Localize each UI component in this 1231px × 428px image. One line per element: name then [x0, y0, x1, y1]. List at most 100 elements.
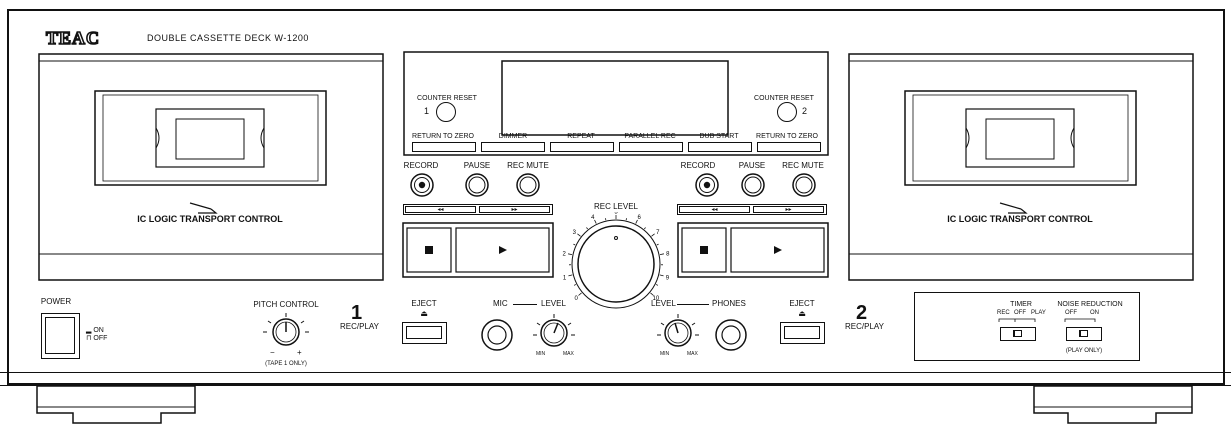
mic-jack[interactable] [480, 318, 514, 352]
deck1-fast-forward-button[interactable]: ▸▸ [479, 206, 550, 213]
rec-level-scale-label: 6 [638, 215, 642, 221]
rec-level-tick [578, 292, 582, 296]
rec-level-tick [594, 219, 597, 224]
rec-level-tick [573, 284, 577, 286]
deck1-cassette-door[interactable] [38, 53, 384, 281]
deck2-transport-label: IC LOGIC TRANSPORT CONTROL [947, 214, 1093, 224]
mic-min: MIN [536, 351, 546, 357]
model-name: DOUBLE CASSETTE DECK W-1200 [147, 33, 309, 43]
deck1-eject-button[interactable] [402, 322, 447, 344]
rec-level-tick [650, 292, 654, 296]
rec-level-scale-label: 10 [652, 296, 659, 302]
rec-level-tick [656, 243, 659, 246]
brand-logo: TEAC [45, 28, 101, 48]
deck1-pause-button[interactable] [465, 173, 489, 197]
timer-off: OFF [1014, 310, 1026, 316]
dub-start-button[interactable] [688, 142, 752, 152]
phones-jack[interactable] [714, 318, 748, 352]
deck2-pause-button[interactable] [741, 173, 765, 197]
repeat-button[interactable] [550, 142, 614, 152]
stop-icon [425, 246, 433, 254]
fn-label-repeat: REPEAT [567, 133, 595, 140]
bottom-trim [0, 372, 1231, 386]
pitch-note: (TAPE 1 ONLY) [265, 361, 307, 367]
mic-line [513, 304, 537, 305]
timer-nr-panel [914, 292, 1140, 361]
counter-reset-1-label: COUNTER RESET [417, 95, 477, 102]
deck1-rec-mute-button[interactable] [516, 173, 540, 197]
deck2-number: 2 [856, 302, 868, 324]
phones-level-knob[interactable] [655, 311, 701, 355]
fn-label-return-to-zero-2: RETURN TO ZERO [756, 133, 818, 140]
deck1-eject-label: EJECT [411, 299, 437, 308]
phones-level-label: LEVEL [651, 299, 676, 308]
deck2-rewind-button[interactable]: ◂◂ [679, 206, 750, 213]
deck1-pause-label: PAUSE [463, 161, 491, 170]
rec-level-scale-label: 0 [574, 296, 578, 302]
deck2-record-button[interactable] [695, 173, 719, 197]
rec-level-scale-label: 1 [563, 275, 567, 281]
mic-level-label: LEVEL [541, 299, 566, 308]
rec-level-tick [586, 227, 588, 230]
pitch-plus: + [297, 348, 302, 357]
noise-reduction-label: NOISE REDUCTION [1057, 301, 1123, 308]
rec-level-tick [659, 274, 664, 277]
power-off-label: ⊓ OFF [86, 335, 108, 342]
pitch-control-label: PITCH CONTROL [253, 300, 319, 309]
mic-label: MIC [493, 299, 508, 308]
phones-line [677, 304, 709, 305]
rec-level-tick [573, 243, 576, 246]
power-on-label: ▂ ON [86, 327, 104, 334]
rec-level-tick [577, 233, 581, 237]
deck1-round-buttons [410, 173, 540, 197]
counter-reset-1-button[interactable] [436, 102, 456, 122]
deck2-cassette-door[interactable] [848, 53, 1194, 281]
deck1-wind-bar [403, 204, 553, 215]
deck1-record-button[interactable] [410, 173, 434, 197]
deck2-record-label: RECORD [680, 161, 716, 170]
noise-reduction-switch[interactable] [1066, 327, 1102, 341]
deck1-rewind-button[interactable]: ◂◂ [405, 206, 476, 213]
counter-reset-1-number: 1 [424, 106, 430, 116]
deck2-play-button[interactable] [730, 227, 825, 273]
deck1-record-label: RECORD [403, 161, 439, 170]
switch-guides [998, 318, 1096, 322]
deck2-stop-play-block [677, 222, 829, 278]
mic-level-knob[interactable] [531, 311, 577, 355]
return-to-zero-2-button[interactable] [757, 142, 821, 152]
display-panel [403, 51, 829, 156]
deck2-fast-forward-button[interactable]: ▸▸ [753, 206, 824, 213]
fn-label-dimmer: DIMMER [498, 133, 528, 140]
timer-play: PLAY [1031, 310, 1046, 316]
timer-switch[interactable] [1000, 327, 1036, 341]
play-icon [774, 246, 782, 254]
right-foot [1033, 385, 1193, 424]
counter-reset-2-label: COUNTER RESET [754, 95, 814, 102]
dimmer-button[interactable] [481, 142, 545, 152]
pitch-minus: − [270, 348, 275, 357]
counter-reset-2-button[interactable] [777, 102, 797, 122]
deck2-stop-button[interactable] [681, 227, 727, 273]
rec-level-scale-label: 3 [573, 230, 577, 236]
deck2-eject-label: EJECT [789, 299, 815, 308]
front-panel [7, 9, 1225, 385]
rec-level-tick [644, 227, 646, 230]
pitch-control-knob[interactable] [258, 310, 314, 360]
rec-level-scale-label: 7 [656, 230, 660, 236]
return-to-zero-1-button[interactable] [412, 142, 476, 152]
parallel-rec-button[interactable] [619, 142, 683, 152]
deck1-stop-button[interactable] [406, 227, 452, 273]
power-button[interactable] [41, 313, 80, 359]
deck2-rec-mute-button[interactable] [792, 173, 816, 197]
deck1-transport-label: IC LOGIC TRANSPORT CONTROL [137, 214, 283, 224]
deck1-play-button[interactable] [455, 227, 550, 273]
rec-level-scale-label: 8 [666, 251, 670, 257]
deck1-number: 1 [351, 302, 363, 324]
fn-label-return-to-zero-1: RETURN TO ZERO [412, 133, 474, 140]
rec-level-label: REC LEVEL [593, 202, 639, 211]
deck2-round-buttons [695, 173, 816, 197]
deck2-eject-button[interactable] [780, 322, 825, 344]
deck2-pause-label: PAUSE [738, 161, 766, 170]
rec-level-scale-label: 2 [562, 251, 566, 257]
